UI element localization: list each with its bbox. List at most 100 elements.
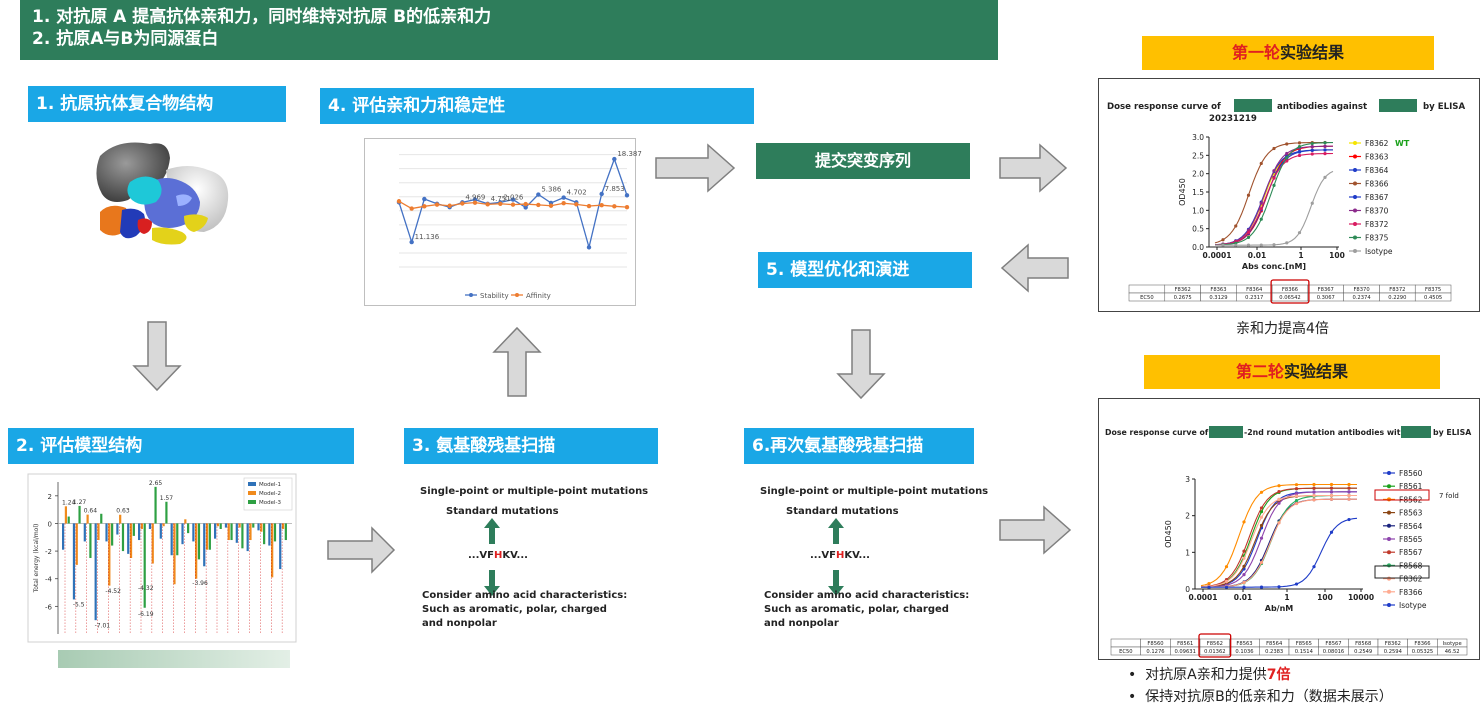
- table-text: 0.2374: [1352, 295, 1371, 301]
- bar-model-1: [246, 523, 249, 552]
- mutation-scan-panel-2: Single-point or multiple-point mutations…: [760, 484, 1000, 634]
- legend-marker: [1353, 222, 1357, 226]
- legend-swatch: [248, 482, 256, 486]
- updown-arrow-icon: [828, 518, 844, 596]
- bar-model-3: [187, 523, 190, 534]
- y-tick-label: 2: [1185, 512, 1190, 521]
- legend-marker: [1387, 576, 1391, 581]
- dose-curve: [1201, 498, 1357, 588]
- data-point: [447, 203, 452, 208]
- data-point: [1277, 501, 1281, 505]
- bar-model-3: [132, 523, 135, 536]
- data-point: [1285, 159, 1289, 163]
- chart-title-part-3: by ELISA: [1423, 102, 1465, 112]
- table-text: EC50: [1119, 649, 1133, 655]
- bar-model-1: [94, 523, 97, 621]
- data-point: [1277, 489, 1281, 494]
- bar-model-3: [89, 523, 92, 558]
- dose-curve: [1200, 494, 1357, 588]
- bar-model-3: [67, 516, 70, 524]
- bar-model-1: [138, 523, 141, 541]
- data-point: [1259, 585, 1264, 589]
- data-point: [422, 196, 427, 202]
- data-point: [460, 201, 465, 206]
- table-text: F8366: [1282, 287, 1298, 293]
- legend-label: F8370: [1365, 207, 1389, 216]
- data-label: 4.751: [491, 195, 511, 203]
- bar-model-2: [140, 523, 143, 529]
- table-text: F8362: [1385, 641, 1401, 647]
- bar-model-3: [241, 523, 244, 549]
- data-point: [1329, 493, 1334, 498]
- data-point: [612, 156, 617, 162]
- table-text: 0.08016: [1323, 649, 1344, 655]
- data-point: [510, 197, 516, 202]
- legend-marker: [1353, 168, 1357, 172]
- data-point: [472, 200, 478, 205]
- legend-swatch: [248, 500, 256, 504]
- bar-model-2: [162, 523, 165, 527]
- legend-marker: [1387, 563, 1391, 568]
- table-text: 0.06542: [1279, 295, 1300, 301]
- bar-model-2: [205, 523, 209, 550]
- data-label: 0.64: [84, 508, 98, 515]
- data-point: [1242, 564, 1246, 568]
- table-text: 0.3067: [1317, 295, 1335, 301]
- data-point: [1294, 487, 1299, 491]
- arrow-left-round1-to-5: [1000, 243, 1069, 293]
- data-point: [599, 202, 604, 208]
- bar-model-2: [216, 523, 219, 527]
- table-text: F8560: [1147, 641, 1163, 647]
- y-tick-label: 0: [1185, 585, 1190, 594]
- data-label: -7.01: [95, 622, 111, 629]
- y-tick-label: 1.5: [1192, 188, 1204, 197]
- legend-marker: [469, 293, 473, 297]
- round-1-suffix: 实验结果: [1280, 43, 1345, 62]
- data-point: [1224, 585, 1229, 589]
- data-point: [1323, 141, 1327, 145]
- dose-curve: [1201, 491, 1357, 588]
- y-tick-label: 0.5: [1192, 225, 1204, 234]
- chart-title-part-2: -2nd round mutation antibodies with: [1244, 428, 1406, 437]
- bar-model-2: [271, 523, 274, 578]
- data-point: [523, 205, 528, 210]
- legend-marker: [1387, 550, 1391, 555]
- data-point: [1242, 580, 1246, 585]
- dose-curve: [1200, 491, 1357, 588]
- data-point: [1329, 490, 1334, 494]
- bar-model-3: [121, 523, 125, 552]
- y-axis-label: Total energy (kcal/mol): [33, 524, 40, 594]
- x-tick-label: 0.0001: [1203, 251, 1232, 260]
- bar-model-3: [100, 513, 103, 524]
- result-bullet-1: • 对抗原A亲和力提供7倍: [1128, 667, 1291, 683]
- data-point: [612, 204, 617, 209]
- bar-model-1: [148, 523, 152, 529]
- data-label: 18.387: [617, 150, 642, 158]
- table-text: 0.1276: [1146, 649, 1164, 655]
- data-point: [1224, 579, 1229, 584]
- legend-marker: [1353, 141, 1357, 145]
- y-tick-label: -6: [45, 603, 53, 611]
- bar-model-3: [165, 501, 168, 524]
- table-text: EC50: [1140, 295, 1154, 301]
- legend-label: F8564: [1399, 522, 1423, 531]
- bar-model-3: [154, 486, 157, 524]
- legend-marker: [1353, 154, 1357, 159]
- fold-annotation: 7 fold: [1439, 492, 1459, 500]
- legend-label: F8367: [1365, 193, 1389, 202]
- table-cell: [1437, 646, 1468, 656]
- updown-arrow-icon: [484, 518, 500, 596]
- legend-label: Model-1: [259, 482, 281, 488]
- data-label: 7.853: [605, 185, 625, 193]
- bar-model-3: [273, 523, 277, 542]
- data-point: [586, 245, 592, 250]
- dose-curve: [1214, 142, 1333, 246]
- legend-label: F8366: [1365, 180, 1389, 189]
- data-point: [1259, 207, 1263, 211]
- legend-label: F8563: [1399, 509, 1423, 518]
- data-point: [1329, 486, 1334, 490]
- data-point: [1242, 549, 1246, 553]
